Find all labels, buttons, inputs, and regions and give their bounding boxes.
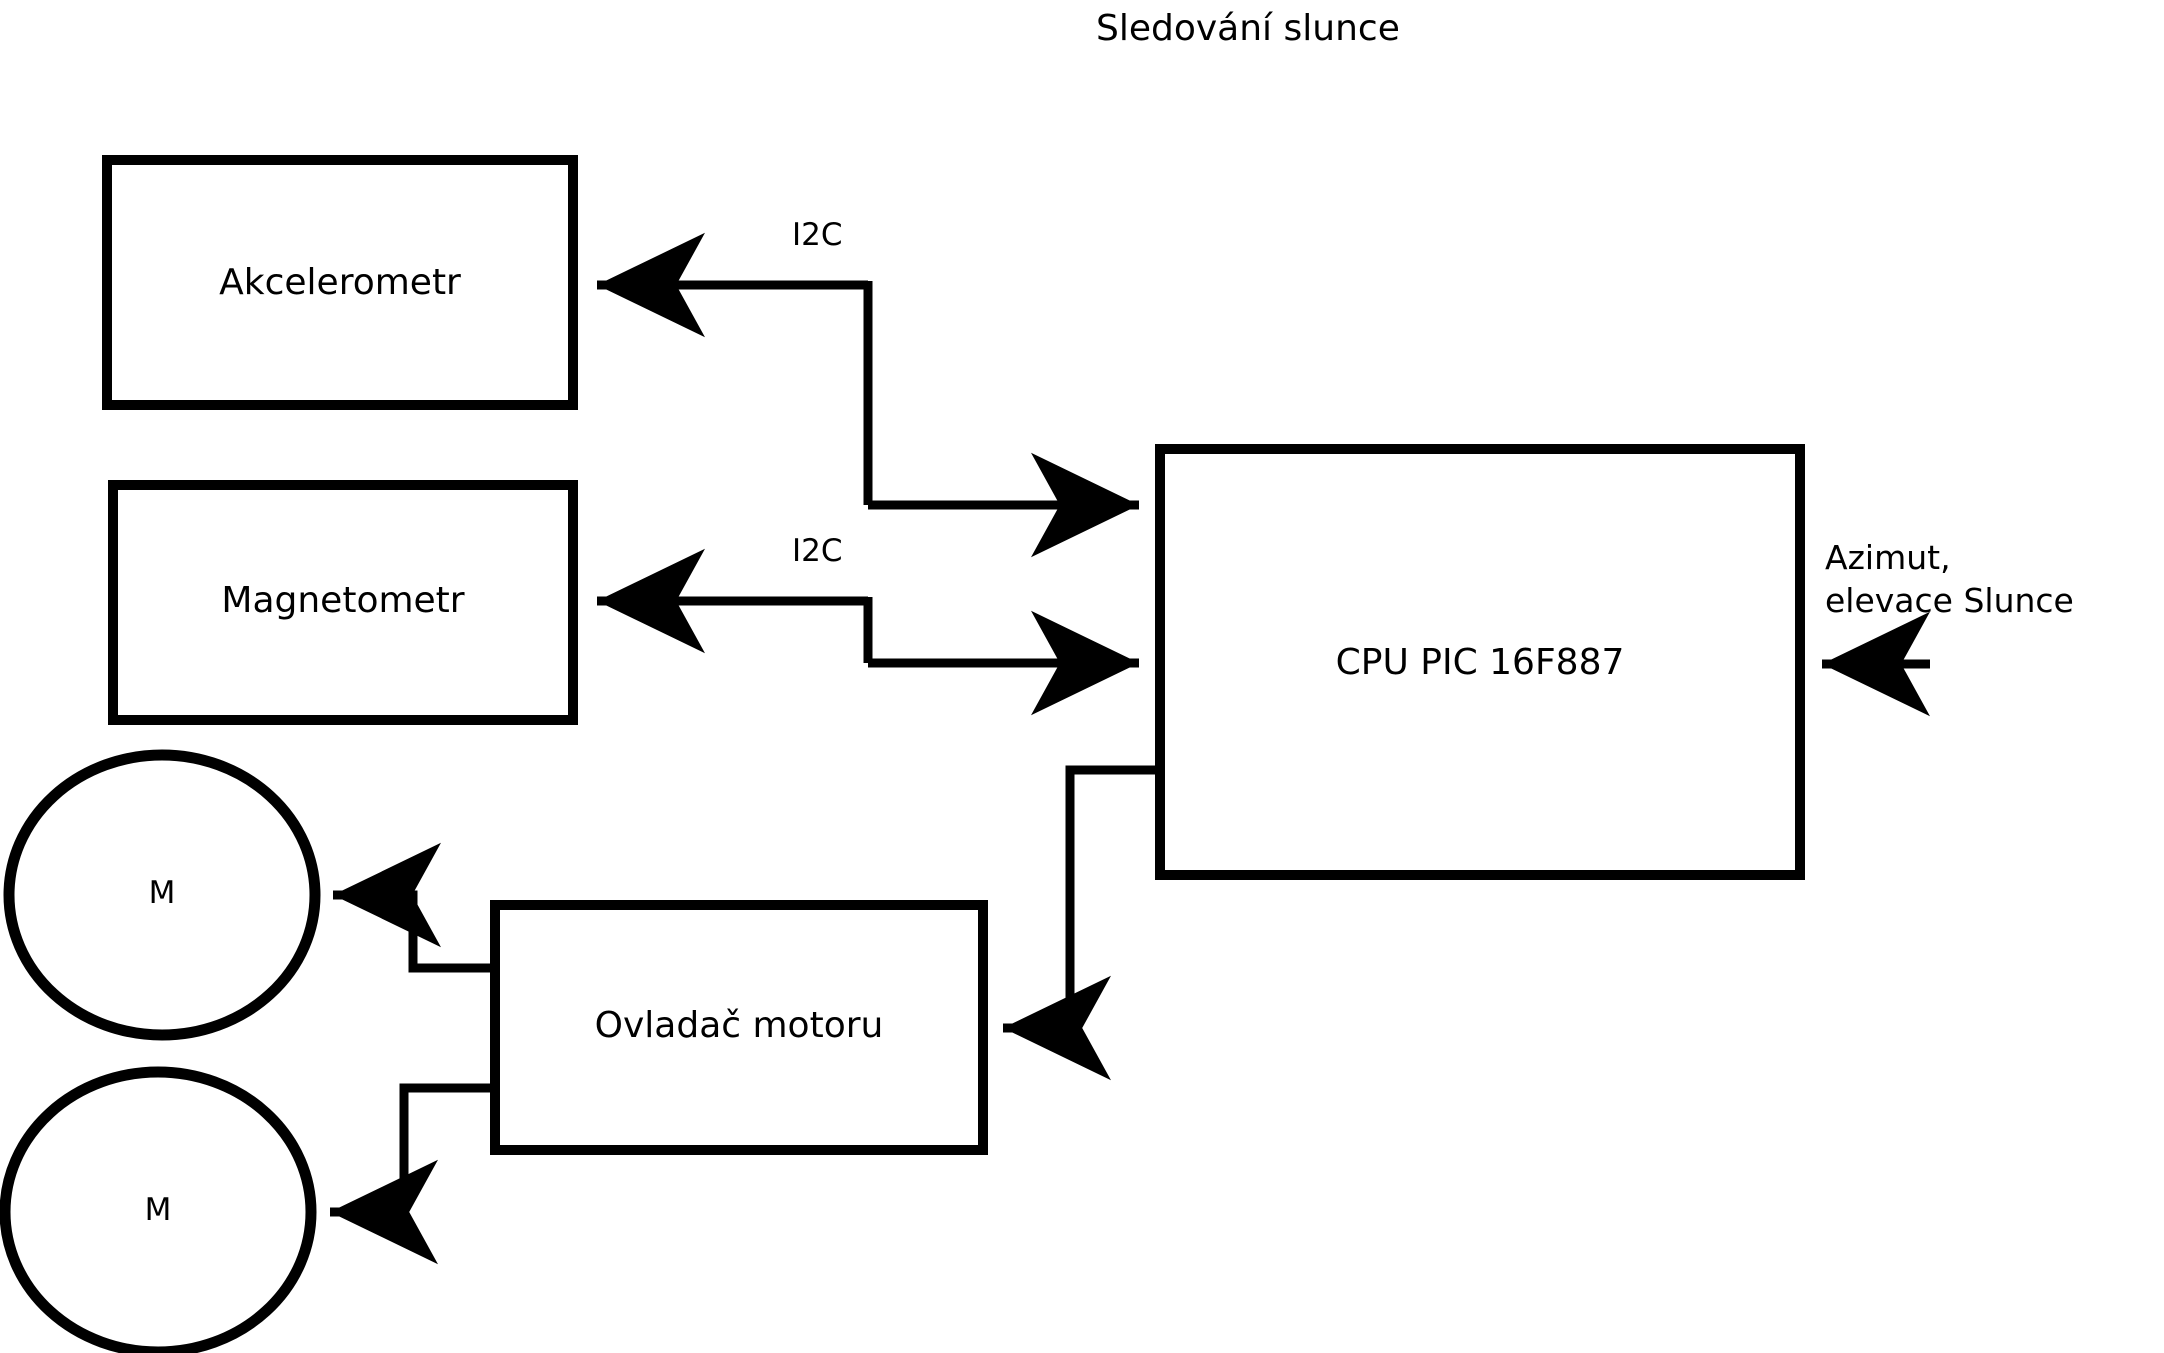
motor-top-circle — [3, 749, 321, 1041]
accelerometer-box — [102, 155, 578, 410]
motor-bottom-circle — [0, 1066, 317, 1353]
edge-motor-driver-to-motor-top — [333, 842, 495, 973]
motor-driver-box — [490, 900, 988, 1155]
i2c-label-magnetometer: I2C — [792, 533, 843, 569]
i2c-label-accelerometer: I2C — [792, 217, 843, 253]
sun-input-label-line1: Azimut, — [1825, 538, 1951, 577]
cpu-box — [1155, 444, 1805, 880]
sun-input-label-line2: elevace Slunce — [1825, 581, 2074, 620]
edge-cpu-to-motor-driver — [1003, 765, 1160, 1081]
magnetometer-box — [108, 480, 578, 725]
diagram-title: Sledování slunce — [1096, 8, 1400, 49]
edge-motor-driver-to-motor-bottom — [330, 1083, 495, 1265]
